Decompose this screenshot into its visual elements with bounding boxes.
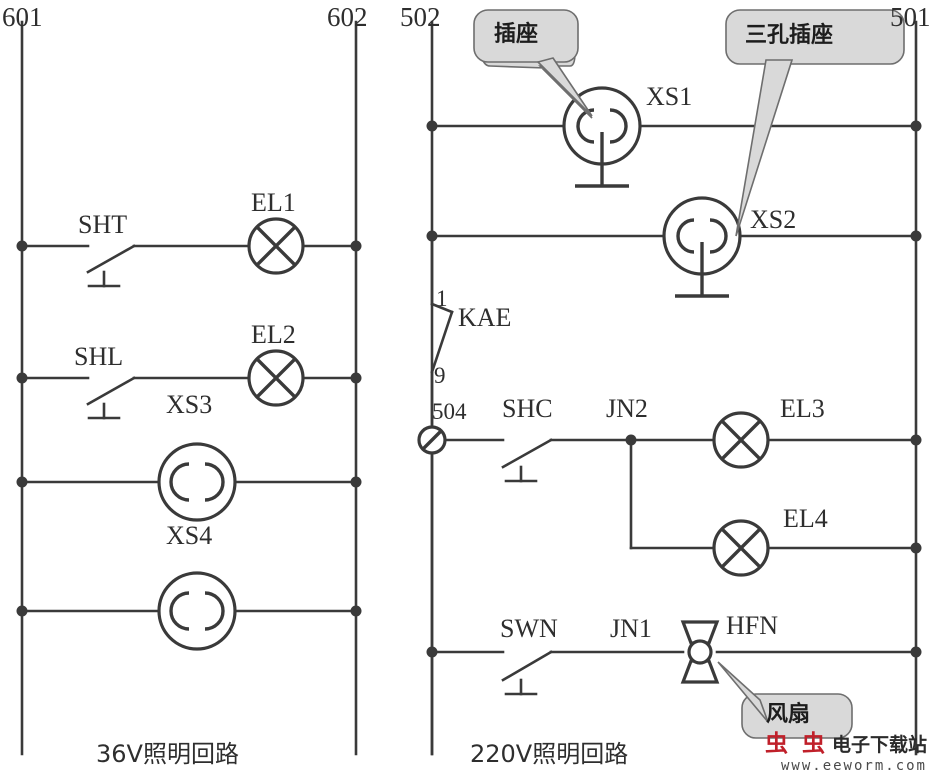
callout-xs1-group xyxy=(473,9,593,119)
switch-ground-shl xyxy=(87,402,121,420)
right-circuit-group xyxy=(417,20,922,756)
component-label-el3: EL3 xyxy=(780,394,825,423)
component-label-el1: EL1 xyxy=(251,188,296,217)
component-label-xs1: XS1 xyxy=(646,82,693,111)
row-swn-hfn xyxy=(426,620,922,696)
component-label-jn2: JN2 xyxy=(606,394,648,423)
watermark: 虫 虫电子下载站 www.eeworm.com xyxy=(764,731,927,775)
socket-xs3 xyxy=(157,442,237,522)
node-dot xyxy=(16,476,28,488)
terminal-label-9: 9 xyxy=(434,363,446,388)
switch-ground-sht xyxy=(87,270,121,288)
watermark-logo-text: 虫 虫 xyxy=(764,731,828,757)
row-shl-el2 xyxy=(16,349,362,420)
terminal-504-symbol xyxy=(417,425,447,756)
row-shc-el3-el4 xyxy=(443,411,922,577)
component-label-xs2: XS2 xyxy=(750,205,797,234)
node-dot xyxy=(16,372,28,384)
switch-ground-swn xyxy=(504,678,538,696)
node-dot xyxy=(350,240,362,252)
component-label-xs4: XS4 xyxy=(166,521,213,550)
node-dot xyxy=(426,120,438,132)
row-xs3 xyxy=(16,442,362,522)
watermark-site-name: 电子下载站 xyxy=(831,734,927,756)
node-dot xyxy=(350,605,362,617)
node-dot xyxy=(16,240,28,252)
node-dot xyxy=(910,230,922,242)
component-label-shc: SHC xyxy=(502,394,553,423)
rail-label-602: 602 xyxy=(327,2,368,32)
relay-kae xyxy=(430,234,454,427)
component-label-el4: EL4 xyxy=(783,504,828,533)
row-xs4 xyxy=(16,571,362,651)
rail-label-502: 502 xyxy=(400,2,441,32)
switch-ground-shc xyxy=(504,465,538,483)
callout-label-xs1: 插座 xyxy=(494,22,539,47)
callout-hfn-group xyxy=(717,661,853,739)
component-label-swn: SWN xyxy=(500,614,558,643)
component-label-sht: SHT xyxy=(78,210,128,239)
lamp-el2 xyxy=(247,349,305,407)
row-xs2 xyxy=(426,196,922,298)
caption-left-circuit: 36V照明回路 xyxy=(96,740,239,768)
node-dot xyxy=(910,542,922,554)
rail-label-601: 601 xyxy=(2,2,43,32)
component-label-shl: SHL xyxy=(74,342,124,371)
terminal-label-1: 1 xyxy=(436,286,448,311)
terminal-label-504: 504 xyxy=(432,399,467,424)
node-dot xyxy=(910,120,922,132)
rail-label-501: 501 xyxy=(890,2,931,32)
node-dot xyxy=(350,476,362,488)
node-dot xyxy=(910,646,922,658)
component-label-el2: EL2 xyxy=(251,320,296,349)
watermark-url: www.eeworm.com xyxy=(780,758,927,774)
socket-xs1 xyxy=(562,86,642,188)
lamp-el4 xyxy=(712,519,770,577)
component-label-jn1: JN1 xyxy=(610,614,652,643)
socket-xs2 xyxy=(662,196,742,298)
component-label-xs3: XS3 xyxy=(166,390,213,419)
node-dot xyxy=(910,434,922,446)
row-sht-el1 xyxy=(16,217,362,288)
callout-label-xs2: 三孔插座 xyxy=(745,23,834,48)
fan-hfn xyxy=(681,620,719,684)
callout-xs2-group xyxy=(725,9,905,237)
node-dot xyxy=(350,372,362,384)
left-circuit-group xyxy=(16,20,362,756)
row-xs1 xyxy=(426,86,922,188)
socket-xs4 xyxy=(157,571,237,651)
component-label-kae: KAE xyxy=(458,303,512,332)
lamp-el3 xyxy=(712,411,770,469)
callout-label-hfn: 风扇 xyxy=(766,702,811,727)
component-label-hfn: HFN xyxy=(726,611,779,640)
lamp-el1 xyxy=(247,217,305,275)
node-dot xyxy=(426,646,438,658)
caption-right-circuit: 220V照明回路 xyxy=(470,740,629,768)
node-dot xyxy=(16,605,28,617)
